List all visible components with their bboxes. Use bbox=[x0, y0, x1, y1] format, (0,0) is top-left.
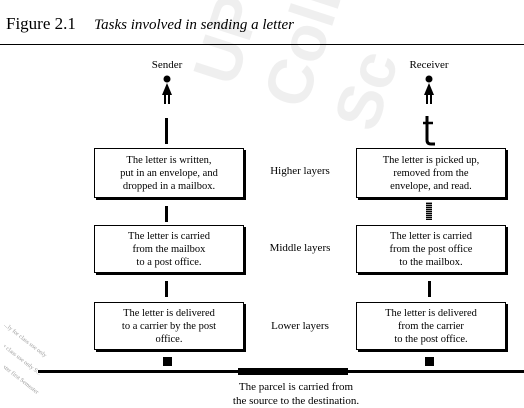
box-line: The letter is delivered bbox=[385, 307, 477, 319]
figure-number: Figure 2.1 bbox=[6, 14, 76, 33]
box-line: The letter is written, bbox=[126, 154, 212, 166]
sender-person-icon bbox=[162, 75, 172, 104]
layer-label-middle: Middle layers bbox=[269, 242, 331, 254]
sender-connector-higher-middle bbox=[165, 206, 168, 222]
box-line: to the mailbox. bbox=[399, 256, 463, 268]
box-line: removed from the bbox=[393, 167, 469, 179]
transport-line-1: The parcel is carried from bbox=[238, 381, 354, 393]
box-line: envelope, and read. bbox=[390, 180, 472, 192]
sender-top-connector bbox=[165, 118, 168, 144]
box-line: from the carrier bbox=[398, 320, 464, 332]
sender-connector-middle-lower bbox=[165, 281, 168, 297]
box-line: office. bbox=[155, 333, 183, 345]
figure-caption: Tasks involved in sending a letter bbox=[94, 17, 294, 33]
sender-label: Sender bbox=[151, 59, 183, 71]
box-line: put in an envelope, and bbox=[120, 167, 218, 179]
box-line: The letter is delivered bbox=[123, 307, 215, 319]
transport-caption: The parcel is carried from the source to… bbox=[186, 380, 406, 408]
box-line: from the post office bbox=[389, 243, 473, 255]
box-line: dropped in a mailbox. bbox=[122, 180, 216, 192]
parcel-bar bbox=[238, 368, 348, 375]
box-line: to a post office. bbox=[136, 256, 202, 268]
receiver-connector-higher-middle bbox=[426, 202, 432, 220]
box-line: The letter is carried bbox=[128, 230, 210, 242]
sender-lower-box: The letter is delivered to a carrier by … bbox=[94, 302, 244, 350]
box-line: The letter is carried bbox=[390, 230, 472, 242]
box-line: to the post office. bbox=[394, 333, 468, 345]
library-stamp: ...ly for class use only ...for class us… bbox=[4, 316, 104, 406]
figure-title: Figure 2.1 Tasks involved in sending a l… bbox=[6, 14, 294, 34]
sender-transport-node bbox=[163, 357, 172, 366]
title-rule bbox=[0, 44, 524, 45]
receiver-lower-box: The letter is delivered from the carrier… bbox=[356, 302, 506, 350]
transport-line-2: the source to the destination. bbox=[232, 395, 360, 407]
receiver-top-connector bbox=[423, 116, 435, 146]
box-line: The letter is picked up, bbox=[382, 154, 480, 166]
receiver-middle-box: The letter is carried from the post offi… bbox=[356, 225, 506, 273]
box-line: to a carrier by the post bbox=[121, 320, 217, 332]
receiver-higher-box: The letter is picked up, removed from th… bbox=[356, 148, 506, 198]
receiver-person-icon bbox=[424, 75, 434, 104]
receiver-connector-middle-lower bbox=[428, 281, 431, 297]
receiver-label: Receiver bbox=[409, 59, 449, 71]
sender-higher-box: The letter is written, put in an envelop… bbox=[94, 148, 244, 198]
layer-label-lower: Lower layers bbox=[271, 320, 329, 332]
receiver-transport-node bbox=[425, 357, 434, 366]
sender-middle-box: The letter is carried from the mailbox t… bbox=[94, 225, 244, 273]
layer-label-higher: Higher layers bbox=[270, 165, 330, 177]
box-line: from the mailbox bbox=[132, 243, 206, 255]
